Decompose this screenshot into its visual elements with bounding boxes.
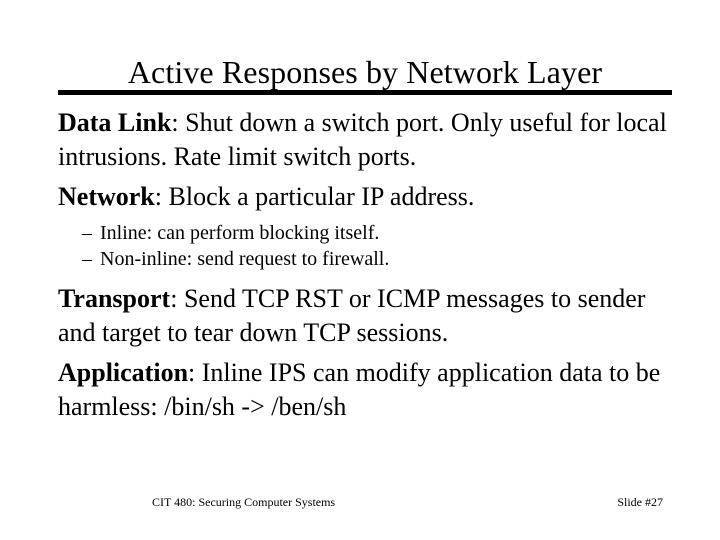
title-divider [58,90,672,95]
bullet-lead-label: Network [58,182,155,211]
slide-footer: CIT 480: Securing Computer Systems Slide… [0,494,720,514]
bullet-separator: : [170,284,184,313]
page-title: Active Responses by Network Layer [127,54,603,91]
dash-icon: – [82,222,92,244]
bullet-text: Send TCP RST or ICMP messages to sender … [58,284,646,347]
sub-bullet-text: Inline: can perform blocking itself. [100,222,380,244]
list-item: –Inline: can perform blocking itself. [58,220,674,246]
bullet-text: Inline IPS can modify application data t… [58,358,661,421]
bullet-application: Application: Inline IPS can modify appli… [58,356,674,424]
slide-body: Data Link: Shut down a switch port. Only… [58,106,674,424]
bullet-network: Network: Block a particular IP address. [58,180,674,214]
network-sub-bullet-list: –Inline: can perform blocking itself. –N… [58,220,674,272]
bullet-lead-label: Application [58,358,189,387]
bullet-separator: : [171,108,186,137]
list-item: –Non-inline: send request to firewall. [58,246,674,272]
footer-slide-number: Slide #27 [617,495,663,509]
bullet-text: Block a particular IP address. [168,182,475,211]
bullet-lead-label: Transport [58,284,171,313]
bullet-data-link: Data Link: Shut down a switch port. Only… [58,106,674,174]
bullet-separator: : [154,182,169,211]
sub-bullet-text: Non-inline: send request to firewall. [100,248,390,270]
footer-course-label: CIT 480: Securing Computer Systems [152,495,336,509]
bullet-lead-label: Data Link [58,108,172,137]
bullet-transport: Transport: Send TCP RST or ICMP messages… [58,282,674,350]
bullet-separator: : [188,358,202,387]
bullet-text: Shut down a switch port. Only useful for… [58,108,667,171]
dash-icon: – [82,248,92,270]
